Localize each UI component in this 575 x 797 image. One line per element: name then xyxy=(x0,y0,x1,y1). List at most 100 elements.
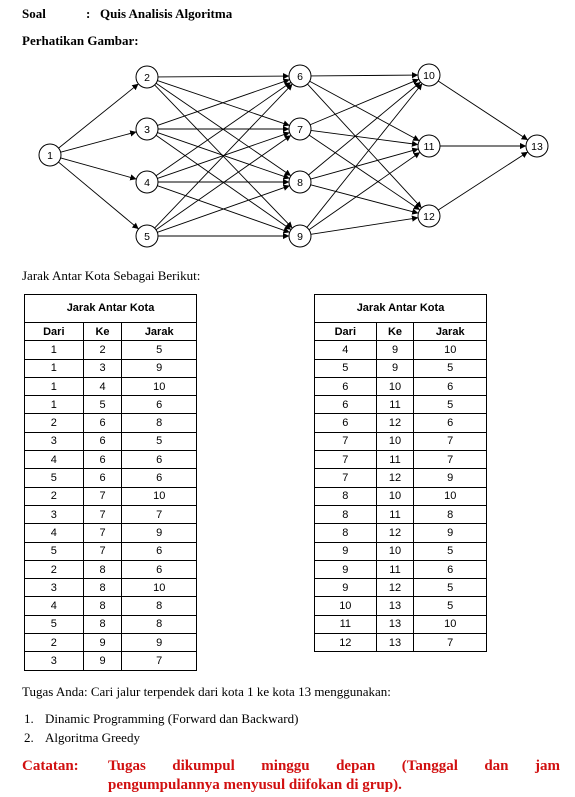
cell-ke: 11 xyxy=(375,504,415,525)
node-label: 13 xyxy=(531,141,543,153)
graph-node-12: 12 xyxy=(417,204,441,228)
cell-ke: 11 xyxy=(375,450,415,470)
cell-jarak: 10 xyxy=(121,578,197,598)
edge-4-7 xyxy=(157,131,290,179)
cell-jarak: 9 xyxy=(413,468,487,488)
cell-ke: 9 xyxy=(375,340,415,360)
cell-dari: 3 xyxy=(24,504,84,525)
graph-node-2: 2 xyxy=(135,65,159,89)
column-header-ke: Ke xyxy=(82,321,123,342)
cell-jarak: 8 xyxy=(121,596,197,616)
cell-ke: 10 xyxy=(375,376,415,397)
edge-1-3 xyxy=(60,130,137,153)
cell-dari: 1 xyxy=(24,376,84,397)
node-circle xyxy=(417,204,441,228)
graph-node-8: 8 xyxy=(288,170,312,194)
cell-ke: 7 xyxy=(82,541,123,561)
cell-ke: 5 xyxy=(82,395,123,415)
cell-ke: 11 xyxy=(375,559,415,580)
edge-6-10 xyxy=(310,71,419,79)
cell-dari: 1 xyxy=(24,358,84,378)
soal-label: Soal xyxy=(22,6,46,21)
cell-dari: 4 xyxy=(24,596,84,616)
cell-ke: 12 xyxy=(375,413,415,433)
node-label: 1 xyxy=(47,150,53,162)
cell-ke: 3 xyxy=(82,358,123,378)
cell-jarak: 5 xyxy=(413,395,487,415)
cell-dari: 2 xyxy=(24,559,84,580)
graph-node-11: 11 xyxy=(417,134,441,158)
cell-dari: 6 xyxy=(314,376,377,397)
graph-edges xyxy=(58,71,528,240)
method-text: Algoritma Greedy xyxy=(45,730,140,745)
cell-dari: 12 xyxy=(314,633,377,653)
cell-jarak: 10 xyxy=(413,614,487,635)
edge-8-11 xyxy=(310,147,419,180)
method-list-item: 1. Dinamic Programming (Forward dan Back… xyxy=(24,711,298,727)
cell-jarak: 5 xyxy=(121,431,197,452)
cell-dari: 7 xyxy=(314,468,377,488)
cell-dari: 6 xyxy=(314,413,377,433)
node-label: 7 xyxy=(297,124,303,136)
table-caption: Jarak Antar Kota xyxy=(314,294,487,323)
cell-ke: 13 xyxy=(375,596,415,616)
node-label: 11 xyxy=(424,141,435,153)
cell-ke: 9 xyxy=(82,651,123,671)
cell-dari: 2 xyxy=(24,633,84,653)
cell-dari: 6 xyxy=(314,395,377,415)
cell-dari: 3 xyxy=(24,431,84,452)
edge-3-6 xyxy=(157,78,290,126)
node-circle xyxy=(135,170,159,194)
cell-ke: 10 xyxy=(375,486,415,506)
cell-ke: 10 xyxy=(375,431,415,452)
cell-dari: 8 xyxy=(314,486,377,506)
cell-ke: 2 xyxy=(82,340,123,360)
cell-jarak: 9 xyxy=(121,633,197,653)
column-header-jarak: Jarak xyxy=(413,321,487,342)
node-circle xyxy=(135,224,159,248)
cell-jarak: 5 xyxy=(413,541,487,561)
cell-ke: 10 xyxy=(375,541,415,561)
cell-dari: 9 xyxy=(314,578,377,598)
cell-dari: 1 xyxy=(24,340,84,360)
node-circle xyxy=(135,117,159,141)
node-label: 12 xyxy=(423,211,435,223)
method-number: 2. xyxy=(24,730,34,745)
cell-dari: 4 xyxy=(24,450,84,470)
column-header-dari: Dari xyxy=(314,321,377,342)
cell-jarak: 6 xyxy=(413,376,487,397)
cell-jarak: 7 xyxy=(413,450,487,470)
cell-ke: 7 xyxy=(82,523,123,543)
method-number: 1. xyxy=(24,711,34,726)
edge-9-11 xyxy=(308,152,421,231)
node-label: 8 xyxy=(297,177,303,189)
cell-dari: 7 xyxy=(314,431,377,452)
cell-ke: 6 xyxy=(82,431,123,452)
soal-separator: : xyxy=(86,6,91,21)
edge-7-12 xyxy=(308,134,420,210)
cell-jarak: 7 xyxy=(121,651,197,671)
cell-dari: 2 xyxy=(24,486,84,506)
cell-ke: 6 xyxy=(82,413,123,433)
node-label: 3 xyxy=(144,124,150,136)
